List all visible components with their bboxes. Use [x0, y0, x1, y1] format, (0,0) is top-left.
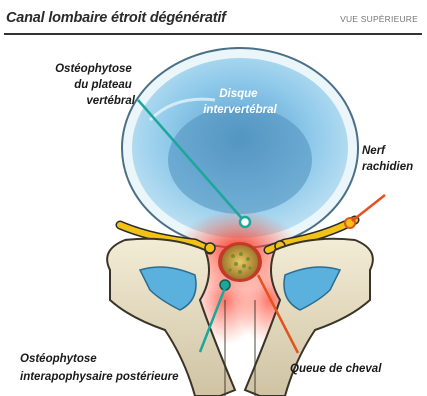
label-nerf: Nerf rachidien	[362, 145, 413, 173]
label-osteophytose-post: Ostéophytose interapophysaire postérieur…	[20, 353, 179, 383]
label-queue: Queue de cheval	[290, 363, 382, 375]
spinal-canal	[218, 242, 262, 282]
label-osteophytose-plateau: Ostéophytose du plateau vertébral	[55, 63, 136, 107]
